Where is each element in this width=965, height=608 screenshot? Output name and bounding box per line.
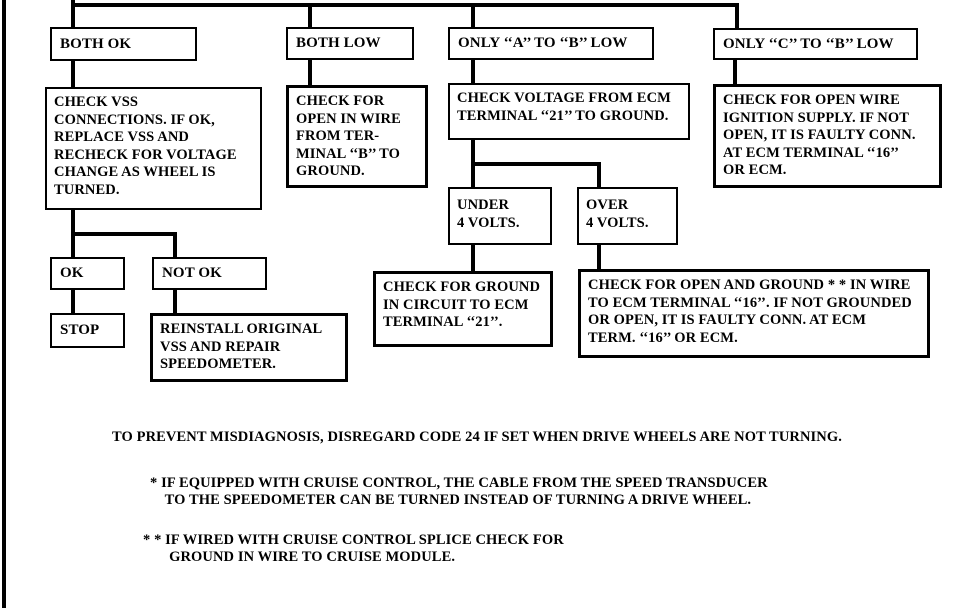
node-check-open-ground-wire-ecm-16: CHECK FOR OPEN AND GROUND * * IN WIRE TO…: [578, 269, 930, 358]
connector-top-stem-both-ok: [71, 0, 75, 29]
connector-voltage-split-horizontal: [471, 162, 601, 166]
connector-ok-to-stop: [71, 290, 75, 313]
page-left-border-line: [2, 0, 6, 608]
node-ok: OK: [50, 257, 125, 290]
node-check-voltage-ecm-21: CHECK VOLTAGE FROM ECM TERMINAL ‘‘21’’ T…: [448, 83, 690, 140]
note-disregard-code-24: TO PREVENT MISDIAGNOSIS, DISREGARD CODE …: [112, 429, 842, 445]
connector-top-bus-line: [71, 3, 739, 7]
node-not-ok: NOT OK: [152, 257, 267, 290]
note-cruise-control-double-star: * * IF WIRED WITH CRUISE CONTROL SPLICE …: [143, 532, 564, 565]
node-both-ok: BOTH OK: [50, 27, 197, 61]
node-only-a-to-b-low: ONLY ‘‘A’’ TO ‘‘B’’ LOW: [448, 27, 654, 60]
note-cruise-control-single-star: * IF EQUIPPED WITH CRUISE CONTROL, THE C…: [150, 475, 768, 508]
connector-only-a-to-action: [471, 60, 475, 83]
connector-stem-only-a: [471, 3, 475, 28]
connector-vss-split-horizontal: [71, 232, 177, 236]
connector-vss-split-right: [173, 232, 177, 257]
node-check-ground-circuit-ecm-21: CHECK FOR GROUND IN CIRCUIT TO ECM TERMI…: [373, 271, 553, 347]
connector-not-ok-to-reinstall: [173, 290, 177, 313]
node-only-c-to-b-low: ONLY ‘‘C’’ TO ‘‘B’’ LOW: [713, 28, 918, 60]
connector-over4-to-action: [597, 245, 601, 270]
node-check-open-ignition-supply: CHECK FOR OPEN WIRE IGNITION SUPPLY. IF …: [713, 84, 942, 188]
connector-stem-both-low: [308, 3, 312, 28]
node-over-4-volts: OVER 4 VOLTS.: [577, 187, 678, 245]
node-stop: STOP: [50, 313, 125, 348]
connector-under4-to-action: [471, 245, 475, 271]
connector-voltage-split-right: [597, 162, 601, 187]
connector-stem-only-c: [735, 3, 739, 29]
connector-only-c-to-action: [733, 60, 737, 84]
connector-both-ok-to-action: [71, 61, 75, 87]
connector-both-low-to-action: [308, 60, 312, 85]
node-check-open-wire-terminal-b: CHECK FOR OPEN IN WIRE FROM TER- MINAL ‘…: [286, 85, 428, 188]
node-under-4-volts: UNDER 4 VOLTS.: [448, 187, 552, 245]
node-both-low: BOTH LOW: [286, 27, 414, 60]
node-check-vss-connections: CHECK VSS CONNECTIONS. IF OK, REPLACE VS…: [45, 87, 262, 210]
node-reinstall-original-vss: REINSTALL ORIGINAL VSS AND REPAIR SPEEDO…: [150, 313, 348, 382]
